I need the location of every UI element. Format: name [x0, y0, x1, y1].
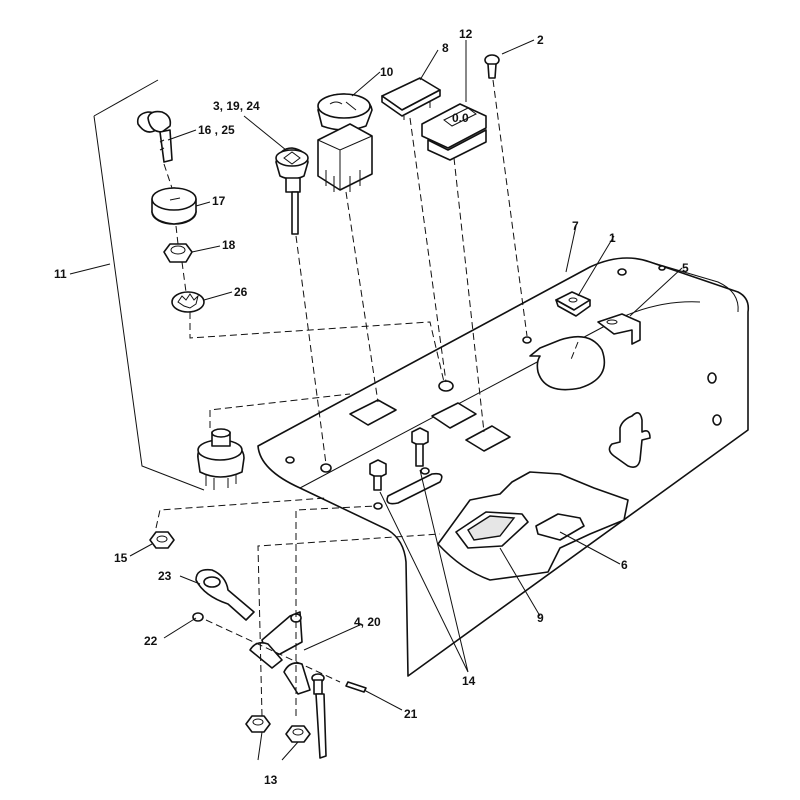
callout-3-19-24: 3, 19, 24: [213, 99, 260, 113]
bolt: [369, 459, 387, 491]
choke-control: [275, 147, 309, 235]
hour-meter-display: 0.0: [452, 111, 469, 125]
panel-hole: [707, 372, 717, 384]
callout-4-20: 4, 20: [354, 615, 381, 629]
panel-slot: [465, 425, 511, 452]
small-nut: [192, 612, 204, 622]
bracket: [597, 313, 641, 345]
callout-labels: 1 2 3, 19, 24 4, 20 5 6 7 8 9 10 11 12 1…: [54, 27, 689, 787]
callout-9: 9: [537, 611, 544, 625]
panel-hole: [420, 467, 430, 475]
callout-7: 7: [572, 219, 579, 233]
alignment-lines: [155, 79, 579, 717]
panel-hole: [438, 380, 454, 392]
ignition-nut: [163, 243, 193, 263]
lock-washer: [171, 291, 205, 313]
choke-lever: [195, 568, 255, 621]
ignition-switch: [197, 428, 245, 490]
callout-8: 8: [442, 41, 449, 55]
panel-hole: [712, 414, 722, 426]
callout-6: 6: [621, 558, 628, 572]
panel-slot: [386, 472, 443, 505]
callout-14: 14: [462, 674, 476, 688]
hour-meter: 0.0: [421, 103, 487, 161]
callout-15: 15: [114, 551, 128, 565]
set-screw: [345, 681, 367, 693]
bolt: [411, 427, 429, 467]
panel-hole: [617, 268, 627, 276]
callout-10: 10: [380, 65, 394, 79]
decal-plate: [437, 471, 629, 581]
callout-17: 17: [212, 194, 226, 208]
callout-16-25: 16 , 25: [198, 123, 235, 137]
panel-hole: [320, 463, 332, 473]
switch-bezel: [535, 513, 585, 541]
panel-hole: [373, 502, 383, 510]
lock-nut: [285, 725, 311, 743]
callout-21: 21: [404, 707, 418, 721]
callout-2: 2: [537, 33, 544, 47]
panel-opening: [529, 335, 606, 391]
callout-11: 11: [54, 267, 67, 281]
panel-hole: [522, 336, 532, 344]
callout-18: 18: [222, 238, 236, 252]
pto-switch: [317, 93, 373, 192]
callout-26: 26: [234, 285, 248, 299]
mounting-screw: [484, 54, 500, 79]
leader-lines: [69, 39, 683, 761]
switch-cover: [381, 77, 441, 120]
panel-hole: [285, 456, 295, 464]
lock-nut: [245, 715, 271, 733]
ignition-cap: [151, 187, 197, 225]
panel-slot: [431, 402, 477, 429]
callout-13: 13: [264, 773, 278, 787]
dash-panel: [257, 257, 750, 677]
callout-23: 23: [158, 569, 172, 583]
callout-1: 1: [609, 231, 616, 245]
lever-slot: [608, 412, 651, 468]
callout-12: 12: [459, 27, 473, 41]
panel-slot: [349, 399, 397, 426]
callout-5: 5: [682, 261, 689, 275]
callout-22: 22: [144, 634, 158, 648]
hex-nut: [149, 531, 175, 549]
ignition-keys: [136, 110, 173, 163]
throttle-linkage: [249, 611, 327, 759]
speed-nut-clip: [555, 291, 591, 317]
